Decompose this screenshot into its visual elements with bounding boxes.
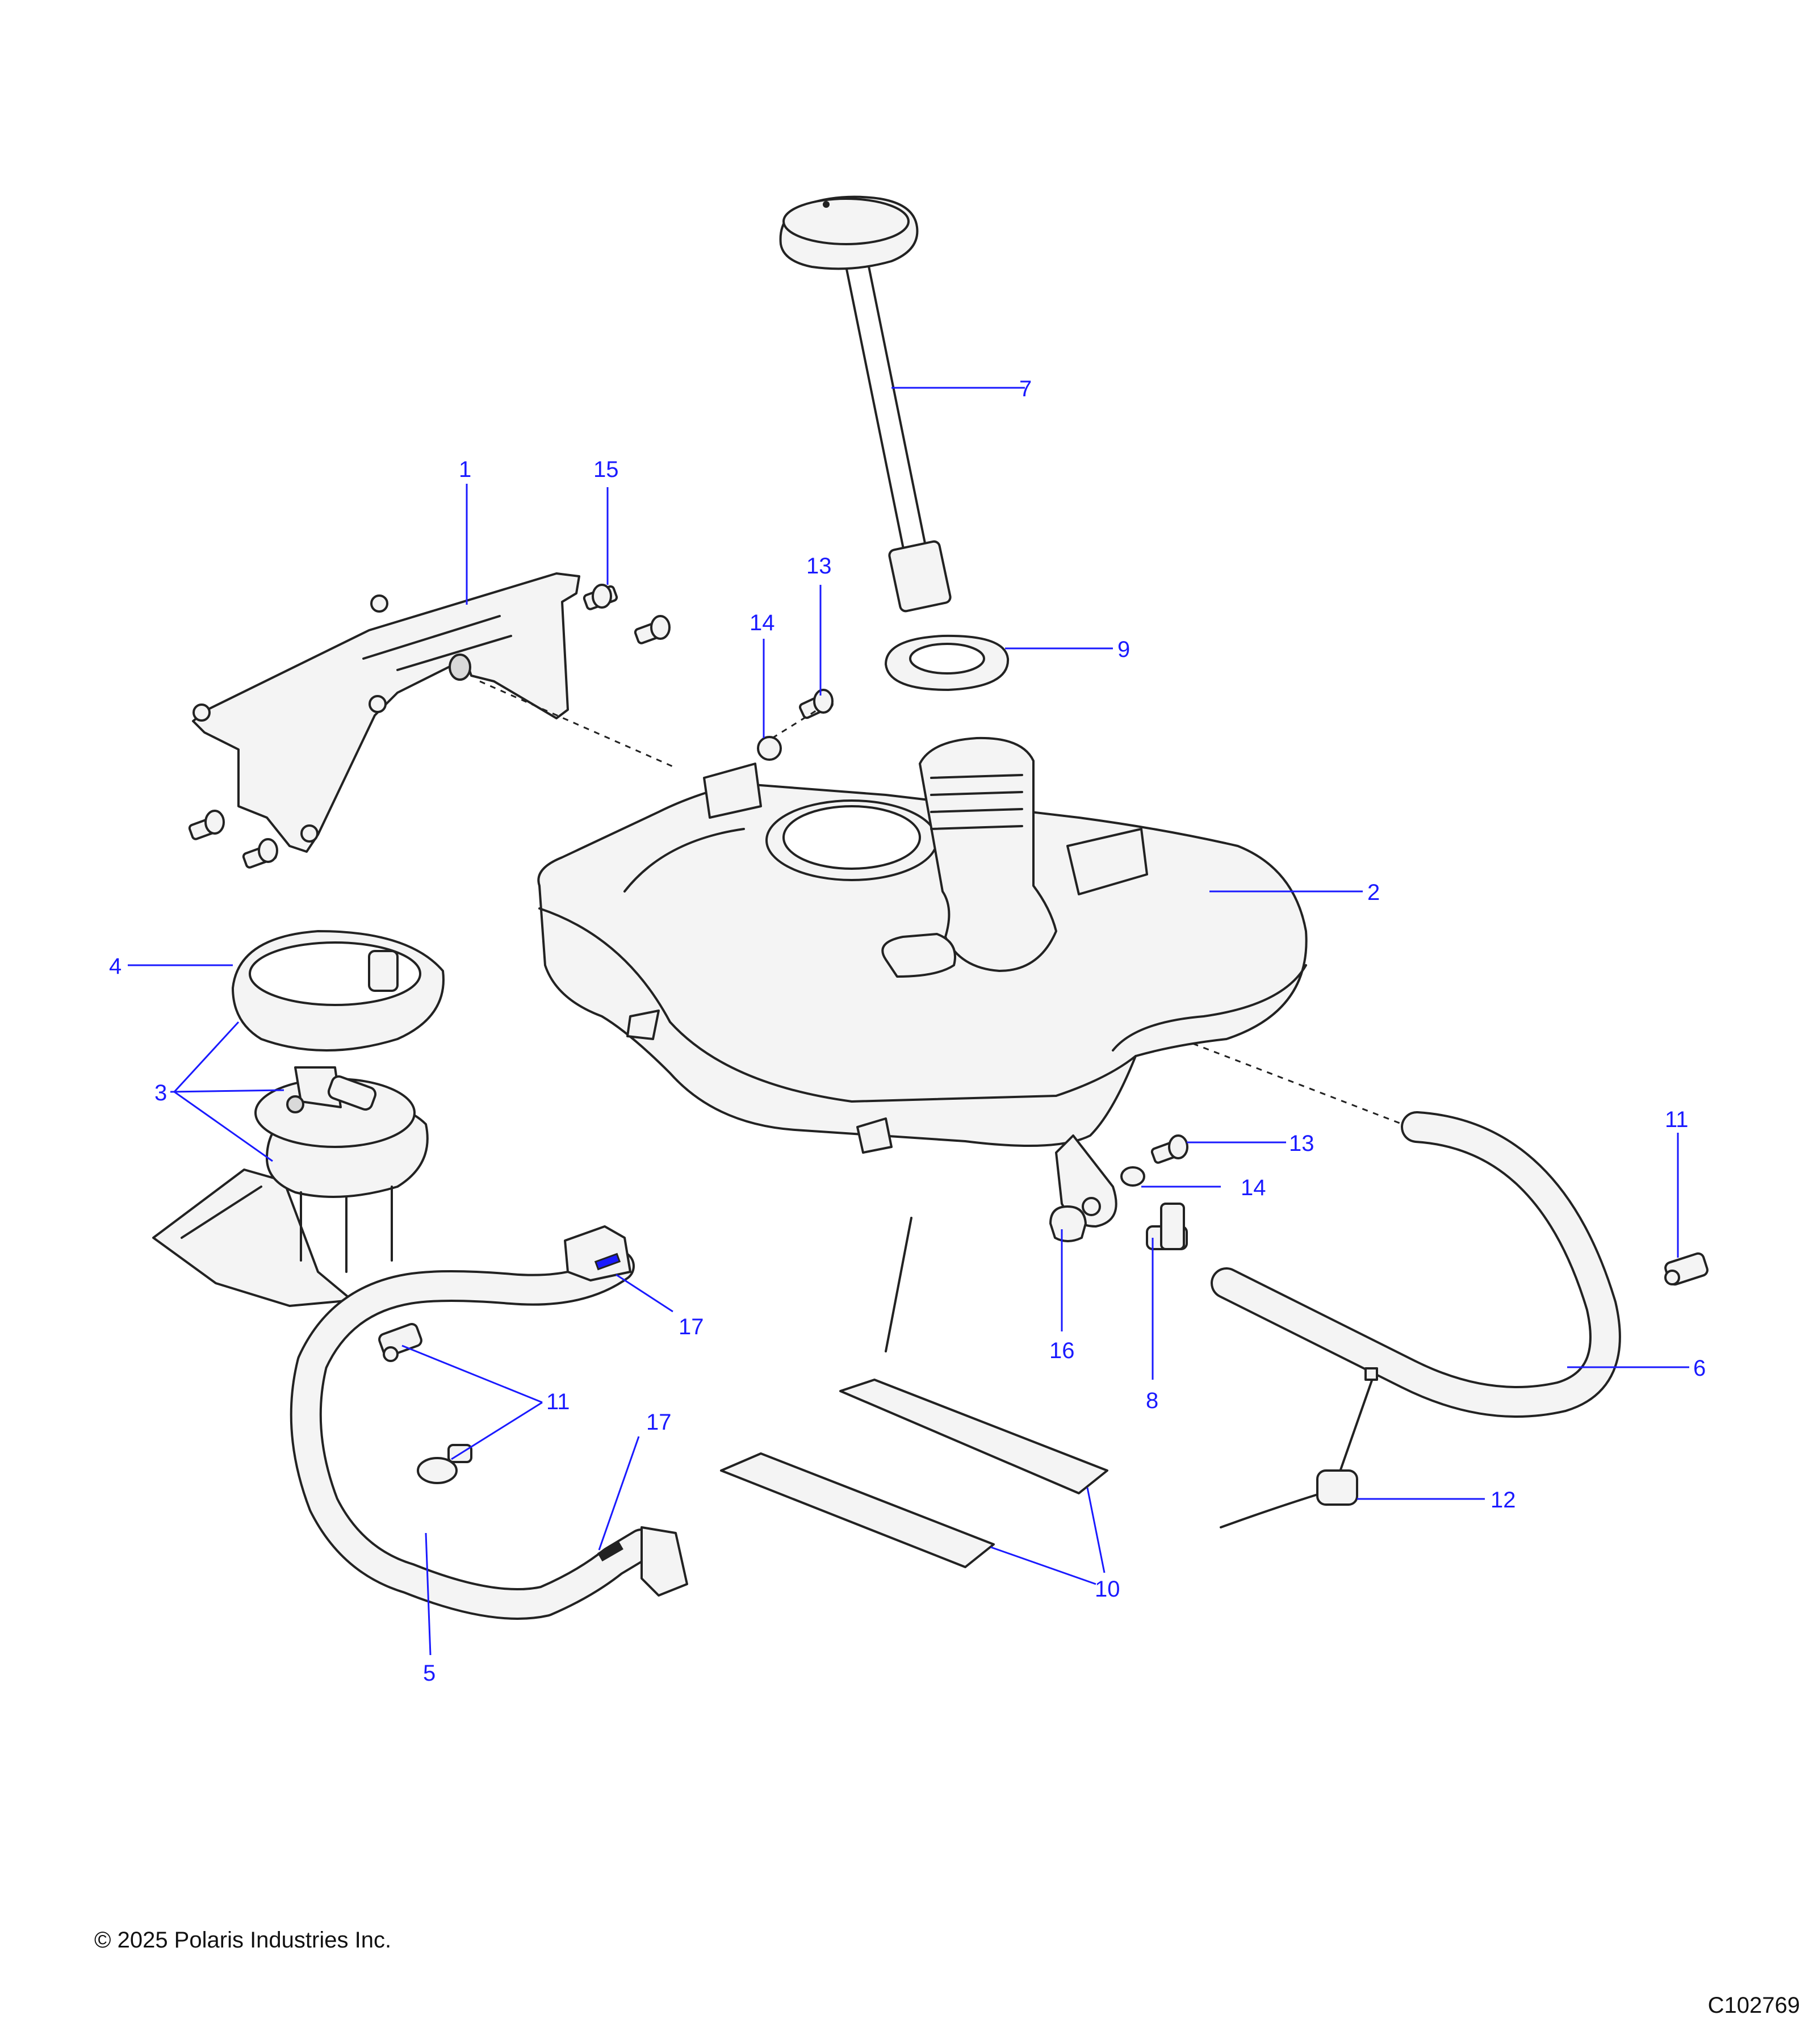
part-plug-16 [1049, 1205, 1087, 1242]
callout-17-lower: 17 [646, 1410, 672, 1435]
leader-lines [128, 387, 1689, 1656]
alignment-line-washer [772, 709, 818, 739]
part-fuel-sender [779, 195, 952, 613]
bolt-13-upper [799, 689, 834, 719]
part-cable-tie [1220, 1367, 1378, 1528]
alignment-line-bracket [479, 680, 673, 768]
callout-1: 1 [459, 457, 471, 482]
bolt-upper-right [634, 615, 671, 644]
callout-13-upper: 13 [806, 554, 832, 579]
callout-11-left: 11 [546, 1389, 570, 1414]
callout-5: 5 [423, 1661, 436, 1686]
callout-8: 8 [1146, 1388, 1158, 1413]
washer-14-lower [1120, 1166, 1145, 1187]
part-vent-hose [1211, 1111, 1621, 1418]
part-clip-11-left-1 [378, 1323, 422, 1362]
part-clip-11-left-2 [417, 1444, 472, 1484]
figure-id: C102769 [1707, 1993, 1800, 2018]
bolt-15 [583, 584, 618, 610]
callout-labels: 1 15 13 14 7 9 2 4 3 17 13 14 16 8 11 6 … [109, 376, 1706, 1686]
callout-2: 2 [1367, 880, 1380, 905]
callout-11-right: 11 [1665, 1107, 1689, 1132]
part-elbow-fitting [1146, 1203, 1188, 1250]
bolts [188, 584, 1188, 1164]
callout-14-lower: 14 [1241, 1175, 1266, 1200]
callout-10: 10 [1095, 1577, 1120, 1602]
part-fuel-pump-assembly [152, 1066, 429, 1307]
bolt-lower-left-2 [242, 838, 278, 869]
bolt-13-lower [1150, 1134, 1188, 1164]
copyright-notice: © 2025 Polaris Industries Inc. [94, 1928, 392, 1953]
part-bracket [192, 572, 580, 853]
callout-12: 12 [1491, 1488, 1516, 1513]
callout-17-upper: 17 [679, 1314, 704, 1339]
callout-7: 7 [1019, 376, 1032, 401]
washer-14-upper [757, 736, 782, 761]
part-pads [720, 1217, 1108, 1568]
callout-16: 16 [1049, 1338, 1075, 1363]
part-fuel-hose [290, 1225, 688, 1620]
part-clip-11-right [1664, 1252, 1709, 1286]
callout-6: 6 [1693, 1356, 1706, 1381]
part-fuel-tank [537, 736, 1308, 1228]
callout-13-lower: 13 [1289, 1131, 1314, 1156]
callout-14-upper: 14 [750, 610, 775, 635]
callout-3: 3 [154, 1080, 167, 1105]
callout-15: 15 [593, 457, 619, 482]
callout-9: 9 [1117, 637, 1130, 662]
callout-4: 4 [109, 954, 122, 979]
bolt-lower-left-1 [188, 810, 225, 840]
part-lock-ring [232, 930, 445, 1052]
part-grommet-ring [885, 634, 1010, 691]
